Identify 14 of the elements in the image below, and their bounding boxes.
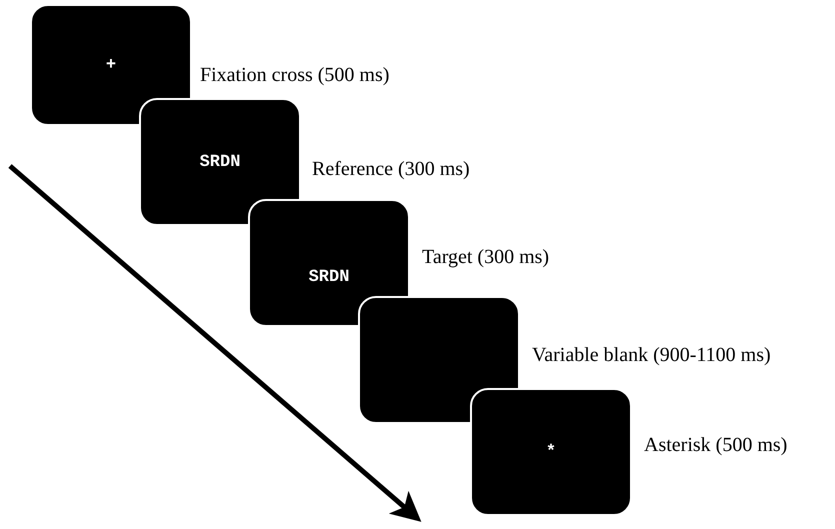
duration-label: Variable blank (900-1100 ms) [532, 344, 771, 367]
stimulus-text: * [546, 442, 556, 462]
display-screen [358, 296, 520, 424]
stimulus-text: SRDN [200, 152, 240, 172]
display-screen [30, 4, 192, 126]
duration-label: Fixation cross (500 ms) [200, 64, 390, 87]
duration-label: Target (300 ms) [422, 246, 550, 269]
stimulus-text: SRDN [308, 268, 350, 286]
stimulus-text: + [106, 56, 116, 74]
display-screen [139, 98, 301, 226]
duration-label: Reference (300 ms) [312, 158, 470, 181]
display-screen [248, 199, 410, 327]
duration-label: Asterisk (500 ms) [644, 434, 788, 457]
display-screen [470, 388, 632, 516]
